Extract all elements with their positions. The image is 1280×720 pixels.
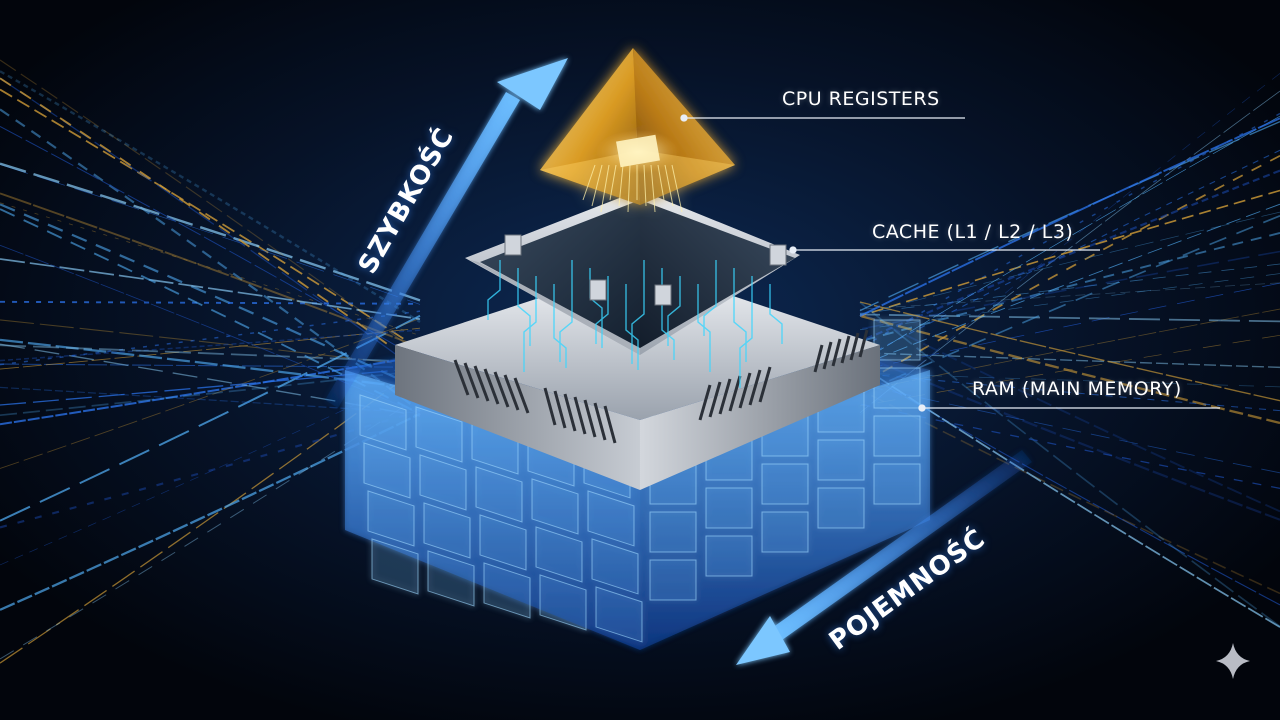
ram-cube bbox=[874, 368, 920, 408]
ram-cube bbox=[874, 416, 920, 456]
leader-dot-registers bbox=[681, 115, 687, 121]
ram-cube bbox=[650, 512, 696, 552]
ram-cube bbox=[706, 536, 752, 576]
level-label-registers: CPU REGISTERS bbox=[782, 88, 940, 110]
ram-cube bbox=[650, 560, 696, 600]
ram-cube bbox=[818, 488, 864, 528]
ram-cube bbox=[818, 440, 864, 480]
ram-cube bbox=[706, 488, 752, 528]
ram-cube bbox=[874, 464, 920, 504]
leader-dot-cache bbox=[790, 247, 796, 253]
ram-cube bbox=[762, 464, 808, 504]
ram-cube bbox=[762, 512, 808, 552]
leader-dot-ram bbox=[919, 405, 925, 411]
ram-cube bbox=[874, 320, 920, 360]
level-label-cache: CACHE (L1 / L2 / L3) bbox=[872, 221, 1073, 243]
level-label-ram: RAM (MAIN MEMORY) bbox=[972, 378, 1182, 400]
